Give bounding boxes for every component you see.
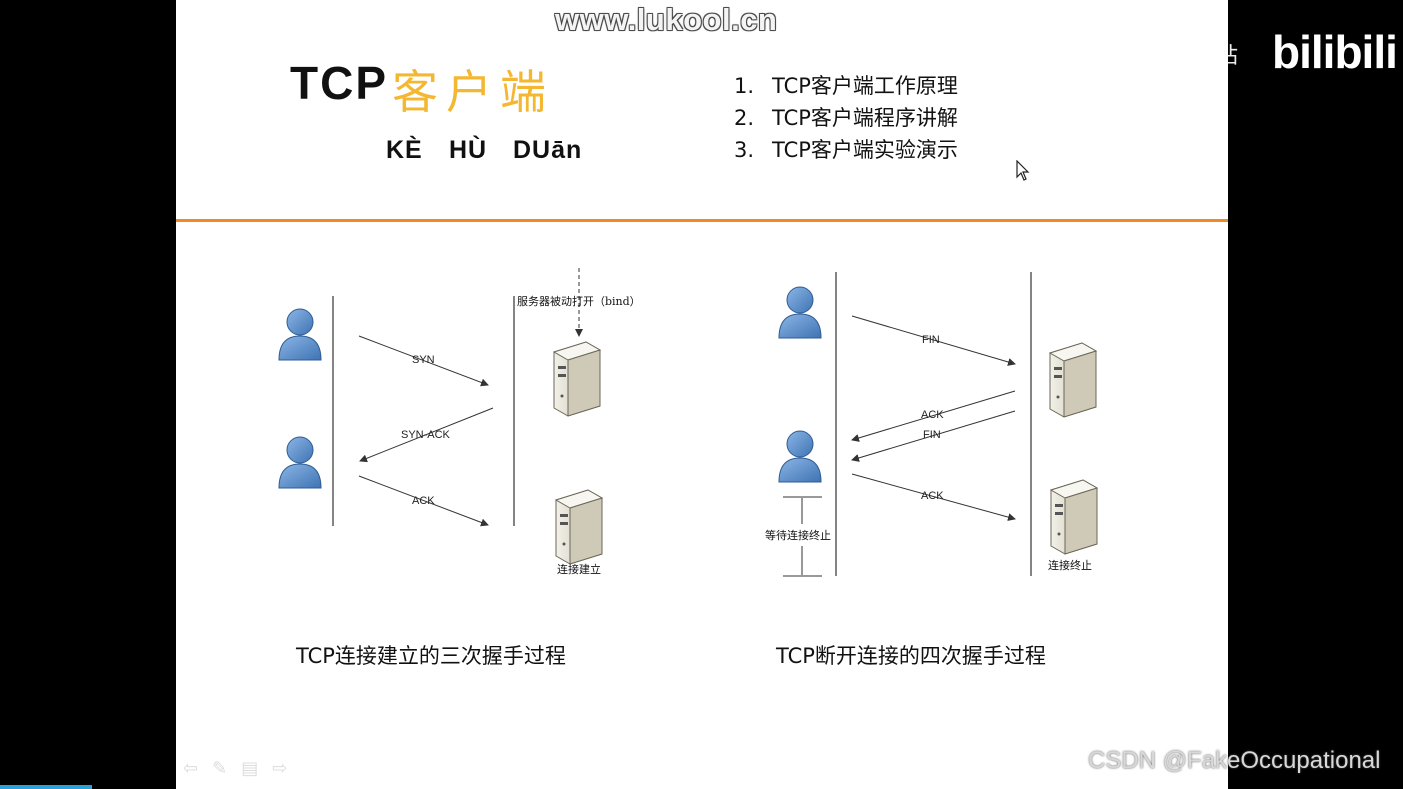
server-icon xyxy=(553,341,601,417)
wait-label: 等待连接终止 xyxy=(765,528,831,542)
divider-line xyxy=(176,219,1228,222)
user-icon xyxy=(778,430,822,483)
csdn-watermark: CSDN @FakeOccupational xyxy=(1088,747,1381,774)
ack-label: ACK xyxy=(921,409,944,421)
pen-icon[interactable]: ✎ xyxy=(212,758,242,779)
menu-icon[interactable]: ▤ xyxy=(241,758,273,779)
bilibili-station: 哔哩哔哩站 xyxy=(1128,44,1239,69)
outline-item: 1.TCP客户端工作原理 xyxy=(734,74,958,98)
server-icon xyxy=(1049,342,1097,418)
handshake-caption: TCP连接建立的三次握手过程 xyxy=(296,644,566,668)
pinyin-hu: HÙ xyxy=(449,136,488,164)
ack-label: ACK xyxy=(921,490,944,502)
title-tcp: TCP xyxy=(290,57,388,109)
next-icon[interactable]: ⇨ xyxy=(272,758,302,779)
title-client: 客户端 xyxy=(392,65,554,119)
slide-nav: ⇦✎▤⇨ xyxy=(183,758,301,779)
outline-list: 1.TCP客户端工作原理 2.TCP客户端程序讲解 3.TCP客户端实验演示 xyxy=(734,70,958,166)
ack-label: ACK xyxy=(412,495,435,507)
outline-item: 2.TCP客户端程序讲解 xyxy=(734,106,958,130)
passive-open-label: 服务器被动打开（bind） xyxy=(517,294,641,308)
outline-item: 3.TCP客户端实验演示 xyxy=(734,138,958,162)
syn-ack-arrow xyxy=(359,407,494,463)
ack-arrow xyxy=(358,475,489,527)
prev-icon[interactable]: ⇦ xyxy=(183,758,213,779)
video-progress-bar[interactable] xyxy=(0,785,92,789)
fin-arrow xyxy=(851,315,1016,366)
site-watermark: www.lukool.cn xyxy=(555,2,778,37)
ack-arrow xyxy=(851,390,1016,442)
fin-arrow xyxy=(851,410,1016,462)
user-icon xyxy=(278,308,322,361)
cursor-icon xyxy=(1016,160,1030,181)
fin-label: FIN xyxy=(923,429,941,441)
server-icon xyxy=(555,489,603,565)
syn-ack-label: SYN-ACK xyxy=(401,429,451,441)
fin-label: FIN xyxy=(922,334,940,346)
server-icon xyxy=(1050,479,1098,555)
terminated-label: 连接终止 xyxy=(1048,558,1092,572)
bilibili-logo: bilibili xyxy=(1272,26,1398,78)
pinyin-ke: KÈ xyxy=(386,136,423,164)
syn-label: SYN xyxy=(412,354,435,366)
four-way-teardown: FIN ACK FIN ACK 等待连接终止 连接终止 xyxy=(765,272,1098,577)
user-icon xyxy=(278,436,322,489)
established-label: 连接建立 xyxy=(557,562,601,576)
syn-arrow xyxy=(358,335,489,387)
three-way-handshake: 服务器被动打开（bind） SYN SYN-ACK ACK 连接建立 xyxy=(278,268,641,576)
pinyin-duan: DUān xyxy=(513,136,583,164)
user-icon xyxy=(778,286,822,339)
teardown-caption: TCP断开连接的四次握手过程 xyxy=(776,644,1046,668)
ack-arrow xyxy=(851,473,1016,521)
